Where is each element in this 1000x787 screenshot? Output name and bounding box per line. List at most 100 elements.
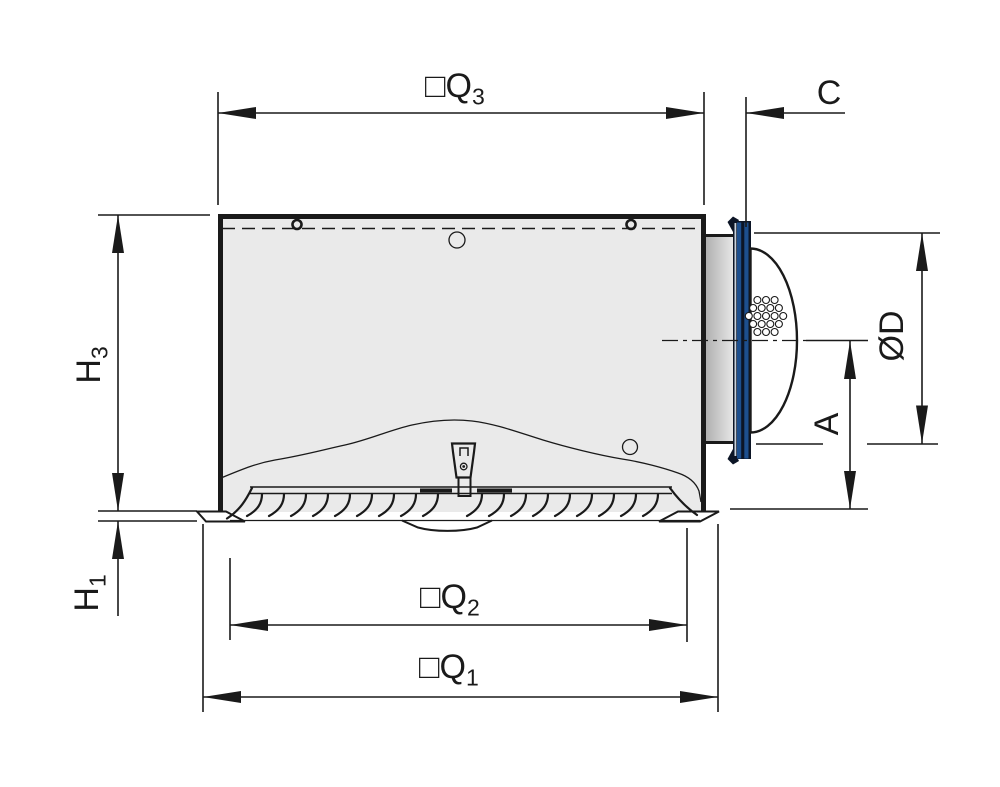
diffuser-vane bbox=[421, 492, 440, 518]
dimension-h1: H 1 bbox=[68, 521, 124, 616]
swirl-diffuser-face bbox=[194, 442, 720, 532]
extension-lines bbox=[229, 528, 688, 642]
gasket-bottom-lip bbox=[727, 449, 739, 465]
perforation-hole-icon bbox=[774, 319, 783, 329]
dimension-c: C bbox=[745, 74, 845, 227]
diffuser-vane bbox=[575, 492, 594, 518]
arrowhead-up-icon bbox=[112, 521, 124, 559]
spigot-neck-edges bbox=[706, 234, 734, 444]
diffuser-vane bbox=[399, 492, 418, 518]
perforation-hole-icon bbox=[749, 303, 758, 313]
clip-screw-icon bbox=[459, 462, 468, 471]
diffuser-vane bbox=[311, 492, 330, 518]
perforation-hole-icon bbox=[770, 327, 779, 337]
dim-label-q2: □Q bbox=[420, 578, 467, 616]
arrowhead-down-icon bbox=[844, 471, 856, 509]
dim-label-h1-subscript: 1 bbox=[85, 574, 111, 587]
extension-lines bbox=[202, 524, 719, 712]
dim-label-q3: □Q bbox=[425, 67, 472, 105]
diffuser-vane bbox=[245, 492, 264, 518]
dim-label-q3-subscript: 3 bbox=[472, 84, 485, 110]
arrowhead-down-icon bbox=[916, 405, 928, 444]
arrowhead-right-icon bbox=[680, 691, 718, 703]
perforation-hole-icon bbox=[779, 311, 788, 321]
diffuser-vane bbox=[377, 492, 396, 518]
clip-screw-center bbox=[462, 465, 466, 468]
perforation-hole-icon bbox=[770, 295, 779, 305]
rivet-hole-icon bbox=[448, 231, 466, 249]
dimension-od: ØD bbox=[754, 232, 940, 445]
dim-label-q1-subscript: 1 bbox=[466, 665, 479, 691]
dimension-q3: □Q 3 bbox=[217, 67, 705, 205]
gasket-top-lip bbox=[727, 216, 739, 232]
screw-hole-icon bbox=[291, 218, 303, 231]
diffuser-vane bbox=[553, 492, 572, 518]
right-frame-flange bbox=[658, 510, 720, 523]
dim-label-q2-subscript: 2 bbox=[467, 595, 480, 621]
dim-label-h1: H bbox=[68, 587, 106, 612]
screw-hole-icon bbox=[625, 218, 637, 231]
dim-label-c: C bbox=[817, 74, 842, 112]
arrowhead-left-icon bbox=[746, 107, 784, 119]
perforation-hole-icon bbox=[770, 311, 779, 321]
diffuser-vane bbox=[289, 492, 308, 518]
diffuser-vane bbox=[267, 492, 286, 518]
perforation-hole-icon bbox=[761, 327, 771, 337]
diffuser-vane-row bbox=[245, 492, 660, 518]
perforation-hole-icon bbox=[749, 319, 758, 329]
gasket-highlight bbox=[734, 223, 737, 456]
diffuser-vane bbox=[487, 492, 506, 518]
dim-label-a: A bbox=[808, 412, 846, 435]
insulation-seam-line bbox=[220, 419, 702, 503]
perforation-hole-icon bbox=[744, 311, 753, 321]
perforation-hole-icon bbox=[753, 311, 762, 321]
clip-body bbox=[450, 442, 477, 479]
diffuser-vane bbox=[225, 486, 254, 520]
diffuser-vane bbox=[641, 492, 660, 518]
face-mounting-rail bbox=[250, 486, 672, 495]
extension-lines bbox=[754, 232, 940, 445]
arrowhead-right-icon bbox=[666, 107, 704, 119]
diffuser-vane bbox=[333, 492, 352, 518]
diffuser-vane bbox=[668, 486, 699, 517]
gasket-blue-stripe bbox=[737, 222, 742, 459]
arrowhead-up-icon bbox=[916, 233, 928, 271]
dimension-q1: □Q 1 bbox=[202, 524, 719, 712]
perforation-hole-icon bbox=[761, 295, 771, 305]
extension-lines bbox=[217, 92, 705, 205]
dimension-h3: H 3 bbox=[70, 214, 210, 522]
perforation-hole-icon bbox=[766, 303, 775, 313]
perforation-hole-icon bbox=[766, 319, 775, 329]
center-fastener-clip bbox=[450, 442, 477, 497]
extension-lines bbox=[98, 214, 210, 522]
perforation-hole-icon bbox=[761, 311, 771, 321]
arrowhead-left-icon bbox=[230, 619, 268, 631]
duct-spigot bbox=[662, 216, 868, 465]
perforation-hole-icon bbox=[774, 303, 783, 313]
perforation-pattern-icon bbox=[744, 295, 788, 337]
dimension-q2: □Q 2 bbox=[229, 528, 688, 642]
diffuser-vane bbox=[619, 492, 638, 518]
perforation-hole-icon bbox=[757, 319, 766, 329]
perforation-hole-icon bbox=[753, 295, 762, 305]
diffuser-vane bbox=[465, 492, 484, 518]
dimension-a: A bbox=[730, 340, 868, 510]
diffuser-vane bbox=[509, 492, 528, 518]
rivet-hole-icon bbox=[621, 438, 639, 456]
arrowhead-down-icon bbox=[112, 473, 124, 511]
plenum-box-body bbox=[218, 214, 706, 512]
arrowhead-up-icon bbox=[112, 215, 124, 253]
diffuser-vane bbox=[355, 492, 374, 518]
arrowhead-left-icon bbox=[203, 691, 241, 703]
left-frame-flange bbox=[194, 510, 246, 523]
arrowhead-right-icon bbox=[649, 619, 687, 631]
clip-slot bbox=[459, 447, 469, 456]
spigot-neck bbox=[706, 234, 734, 444]
arrowhead-left-icon bbox=[218, 107, 256, 119]
plenum-box bbox=[218, 214, 706, 512]
arrowhead-up-icon bbox=[844, 341, 856, 379]
diffuser-vane bbox=[597, 492, 616, 518]
dim-label-h3: H bbox=[70, 359, 108, 384]
